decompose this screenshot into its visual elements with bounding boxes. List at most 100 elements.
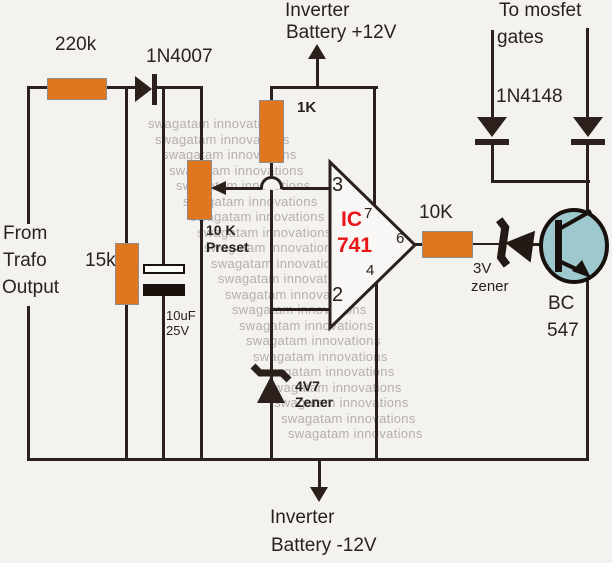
label-preset-line1: 10 K [206,222,236,238]
transistor-collector-line [560,209,592,230]
wire-emitter [586,279,589,461]
label-15k: 15k [85,250,116,271]
wire-mosfet-gate-right [586,28,589,118]
watermark-text: swagatam innovations [197,224,332,240]
label-bc547-line2: 547 [547,320,579,341]
watermark-text: swagatam innovations [218,271,353,286]
wire [105,86,137,89]
label-4v7-line1: 4V7 [295,378,320,394]
label-pin2: 2 [332,284,344,306]
arrow-down-shaft [318,461,321,489]
zener-4v7 [250,363,292,403]
watermark-text: swagatam innovations [274,395,409,410]
diode-1n4148-left-icon [477,117,507,137]
wire-collector-join [491,180,590,183]
transistor-emitter-arrow-icon [572,260,591,278]
zener-group [496,217,536,268]
watermark-text: swagatam innovations [183,193,318,209]
wire [162,295,165,461]
watermark-text: swagatam innovations [253,348,388,364]
label-ic-line1: IC [341,208,362,231]
wire [125,304,128,461]
arrow-down-minus12v-icon [310,487,328,502]
wire-pin3 [282,187,332,190]
label-trafo-line2: Trafo [3,250,47,271]
watermark-text: swagatam innovations [211,255,346,271]
label-220k: 220k [55,34,97,55]
wire [491,143,494,183]
wire [270,190,273,461]
zener-bar-icon [250,363,292,383]
wire [270,161,273,178]
label-cap-line2: 25V [166,323,190,338]
wire [125,88,128,244]
diode-1n4148-right-icon [573,117,603,137]
diode-1n4148-right-bar [571,139,605,145]
label-pin4: 4 [366,262,375,279]
wire-mosfet-gate-left [491,30,494,118]
transistor-bc547 [539,208,609,284]
watermark-text: swagatam innovations [190,209,325,224]
preset-wiper-arrow-icon [211,181,226,195]
watermark-text: swagatam innovations [267,379,402,395]
preset-10k [187,160,212,220]
watermark-text: swagatam innovations [148,116,283,131]
label-1n4007: 1N4007 [146,46,213,67]
resistor-15k [115,243,139,305]
wire [162,88,165,265]
label-pin3: 3 [332,174,344,196]
wire-collector [586,183,589,214]
diode-1n4007-cathode-bar [152,74,157,105]
wire-pin3 [216,187,262,190]
wire-trafo-left [27,306,30,461]
resistor-10k-output [422,231,473,258]
label-minus12v-line2: Battery -12V [271,535,377,556]
watermark-text: swagatam innovations [288,426,423,441]
label-ic-line2: 741 [337,234,373,257]
label-trafo-line1: From [3,223,48,244]
wire [586,143,589,183]
wire-output [413,243,424,246]
label-pin7: 7 [364,205,373,222]
label-pin6: 6 [396,230,405,247]
label-trafo-line3: Output [2,277,60,298]
zener-triangle-icon [505,230,536,263]
label-4v7-line2: Zener [295,394,334,410]
wire [27,86,49,89]
label-mosfet-line2: gates [497,27,544,48]
label-3v-zener-line1: 3V [473,260,492,277]
watermark-text: swagatam innovations [155,131,290,147]
watermark-text: swagatam innovations [281,410,416,426]
wire-minus12v-rail [27,458,589,461]
wire [200,219,203,461]
label-10k: 10K [419,202,453,223]
wire [270,88,273,102]
wire-trafo-left [27,86,30,224]
wire-pin4 [375,282,378,461]
label-preset-line2: Preset [206,239,249,255]
watermark-text: swagatam innovations [225,286,360,302]
wire-pin7 [373,88,376,208]
wire [155,86,203,89]
label-mosfet-line1: To mosfet [499,0,582,21]
arrow-up-plus12v-icon [308,44,326,59]
wire [472,243,500,245]
diode-1n4007-icon [135,76,152,102]
opamp-ic741 [328,158,418,332]
label-cap-line1: 10uF [166,308,196,323]
resistor-220k [47,78,107,100]
watermark-text: swagatam innovations [260,364,395,379]
label-plus12v-line1: Inverter [285,0,350,21]
label-bc547-line1: BC [548,293,575,314]
arrow-up-shaft [316,58,319,88]
zener-3v [496,217,536,268]
resistor-1k [259,100,284,163]
label-minus12v-line1: Inverter [270,507,335,528]
label-plus12v-line2: Battery +12V [286,22,397,43]
wire-hop [260,176,283,189]
transistor-base-bar [555,220,562,272]
label-3v-zener-line2: zener [471,278,509,295]
zener-bar-icon [496,217,511,268]
watermark-text: swagatam innovations [246,333,381,348]
